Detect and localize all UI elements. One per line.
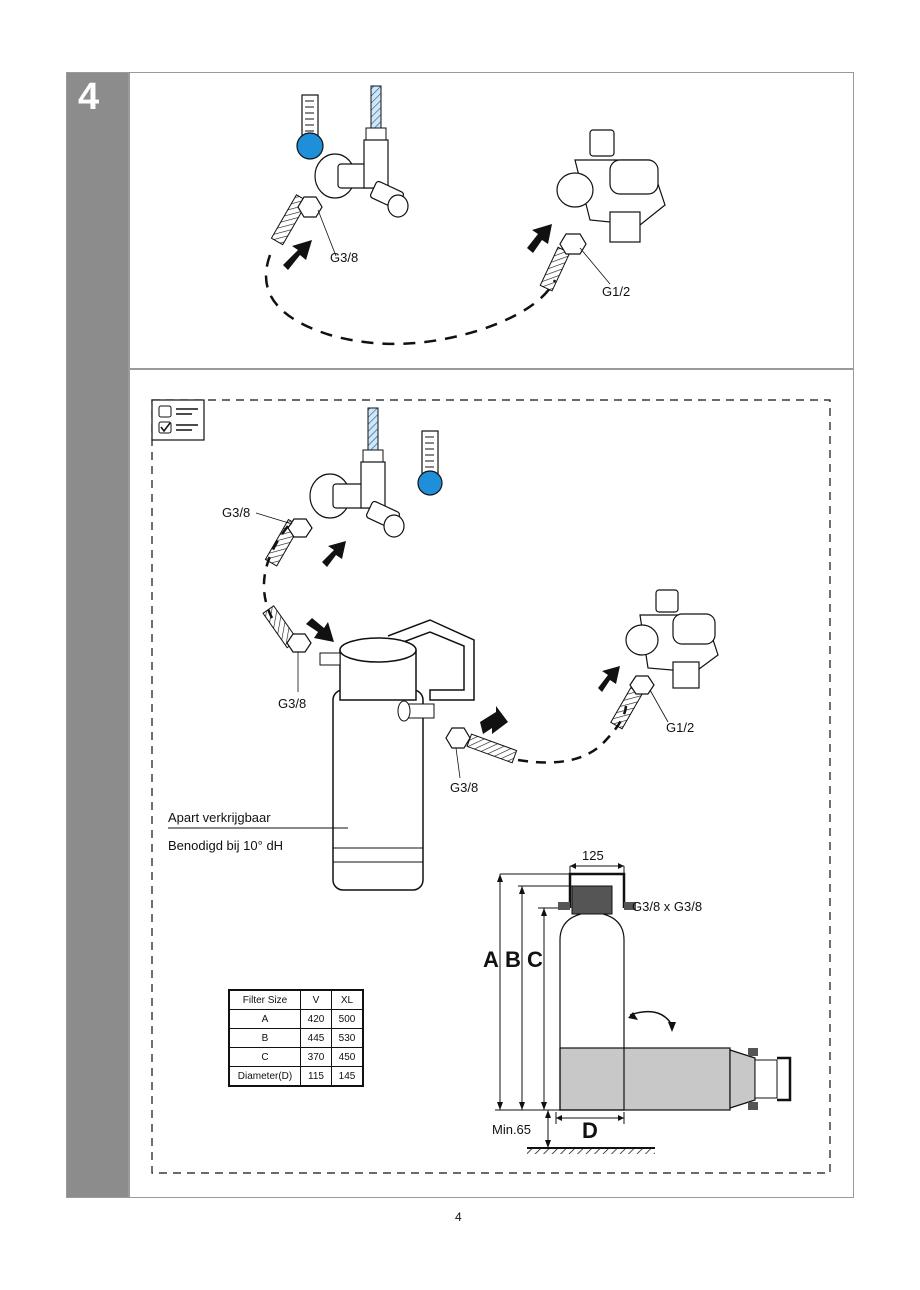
step-number: 4: [78, 76, 100, 118]
dim-letter-b: B: [505, 947, 521, 972]
dashed-connection-tap: [517, 705, 628, 764]
dim-letter-d: D: [582, 1118, 598, 1143]
water-filter-unit: [319, 619, 475, 891]
table-row: A 420 500: [228, 1009, 364, 1029]
step-sidebar: [66, 72, 128, 1198]
top-angle-valve: [314, 85, 409, 218]
bottom-arrow-filter-out: [480, 706, 508, 734]
page-frame: [66, 72, 854, 1198]
table-row: Diameter(D) 115 145: [228, 1066, 364, 1087]
label-filter-in-g38: G3/8: [278, 696, 307, 711]
table-header: Filter Size: [228, 989, 301, 1010]
bottom-hose-valve: [264, 518, 313, 567]
dim-connection: G3/8 x G3/8: [632, 899, 703, 914]
top-hose-right: [539, 233, 587, 292]
bottom-tap-connector: [625, 589, 719, 689]
dimension-drawing: [495, 863, 792, 1154]
top-label-g12: G1/2: [602, 284, 631, 299]
bottom-hose-filter-out: [445, 727, 518, 764]
note-sold-separately: Apart verkrijgbaar: [168, 810, 271, 825]
table-cell: 500: [331, 1009, 364, 1029]
table-cell: 370: [300, 1047, 332, 1067]
bottom-arrow-tap: [598, 666, 620, 692]
table-cell: 115: [300, 1066, 332, 1087]
table-cell: B: [228, 1028, 301, 1048]
top-arrow-right: [527, 224, 552, 253]
table-cell: 420: [300, 1009, 332, 1029]
table-row: B 445 530: [228, 1028, 364, 1048]
top-thermometer-icon: [296, 94, 324, 160]
table-cell: A: [228, 1009, 301, 1029]
bottom-angle-valve: [309, 407, 405, 538]
bottom-arrow-valve: [322, 541, 346, 567]
filter-size-table: Filter Size V XL A 420 500 B 445 530 C 3…: [228, 989, 364, 1087]
label-filter-out-g38: G3/8: [450, 780, 479, 795]
top-label-g38: G3/8: [330, 250, 359, 265]
table-header: XL: [331, 989, 364, 1010]
sidebar-divider: [128, 72, 130, 1198]
table-cell: C: [228, 1047, 301, 1067]
optional-section-border: [151, 399, 831, 1174]
top-tap-connector: [556, 129, 666, 243]
label-tap-g12: G1/2: [666, 720, 695, 735]
dim-letter-c: C: [527, 947, 543, 972]
bottom-hose-tap: [610, 675, 655, 730]
checklist-icon: [151, 399, 205, 441]
table-cell: 445: [300, 1028, 332, 1048]
top-hose-left: [270, 194, 323, 246]
bottom-thermometer-icon: [417, 430, 443, 496]
dim-letter-a: A: [483, 947, 499, 972]
dim-min-65: Min.65: [492, 1122, 532, 1137]
table-cell: 450: [331, 1047, 364, 1067]
panel-divider: [128, 368, 854, 370]
label-valve-g38: G3/8: [222, 505, 251, 520]
page-number: 4: [455, 1210, 462, 1224]
table-header: V: [300, 989, 332, 1010]
top-dashed-connection: [264, 254, 557, 346]
table-cell: 145: [331, 1066, 364, 1087]
dim-width-125: 125: [582, 848, 604, 863]
table-cell: Diameter(D): [228, 1066, 301, 1087]
note-required-hardness: Benodigd bij 10° dH: [168, 838, 284, 853]
table-cell: 530: [331, 1028, 364, 1048]
bottom-arrow-filter-in: [306, 618, 334, 642]
table-row: C 370 450: [228, 1047, 364, 1067]
table-header-row: Filter Size V XL: [228, 989, 364, 1010]
top-arrow-left: [283, 240, 312, 270]
